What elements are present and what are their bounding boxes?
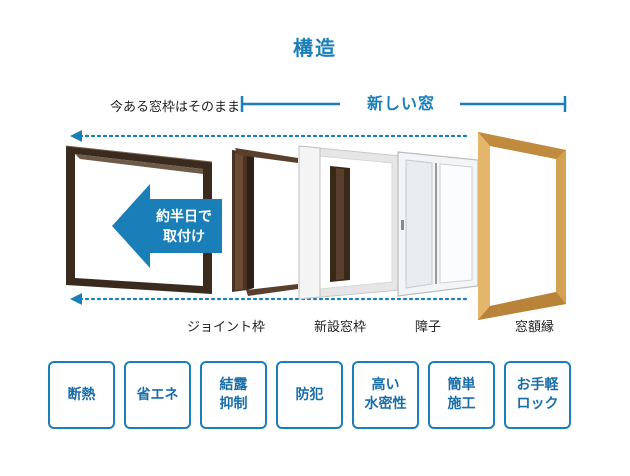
feature-security: 防犯	[276, 361, 343, 429]
bottom-dotted-arrow	[70, 293, 470, 305]
new-window-frame	[298, 145, 401, 300]
feature-easy-install: 簡単 施工	[428, 361, 495, 429]
window-casing	[478, 132, 566, 320]
part-label-joint-frame: ジョイント枠	[187, 320, 266, 335]
existing-frame-label: 今ある窓枠はそのまま	[109, 100, 240, 115]
feature-energy-saving: 省エネ	[124, 361, 191, 429]
page-title: 構造	[293, 36, 337, 60]
part-label-new-frame: 新設窓枠	[314, 320, 367, 335]
new-window-bracket	[240, 96, 567, 112]
badge-line-2: 取付け	[163, 228, 205, 245]
window-sash	[397, 151, 479, 297]
top-dotted-arrow	[70, 130, 470, 142]
feature-list: 断熱 省エネ 結露 抑制 防犯 高い 水密性 簡単 施工 お手軽 ロック	[48, 361, 582, 431]
feature-easy-lock: お手軽 ロック	[504, 361, 571, 429]
part-label-casing: 窓額縁	[515, 320, 555, 335]
badge-line-1: 約半日で	[156, 208, 212, 225]
new-window-label: 新しい窓	[366, 94, 435, 113]
feature-condensation-control: 結露 抑制	[200, 361, 267, 429]
part-label-sash: 障子	[415, 320, 442, 335]
feature-watertightness: 高い 水密性	[352, 361, 419, 429]
structure-diagram: 約半日で 取付け	[65, 96, 567, 320]
joint-frame	[232, 148, 298, 296]
feature-insulation: 断熱	[48, 361, 115, 429]
install-time-badge: 約半日で 取付け	[112, 184, 222, 268]
